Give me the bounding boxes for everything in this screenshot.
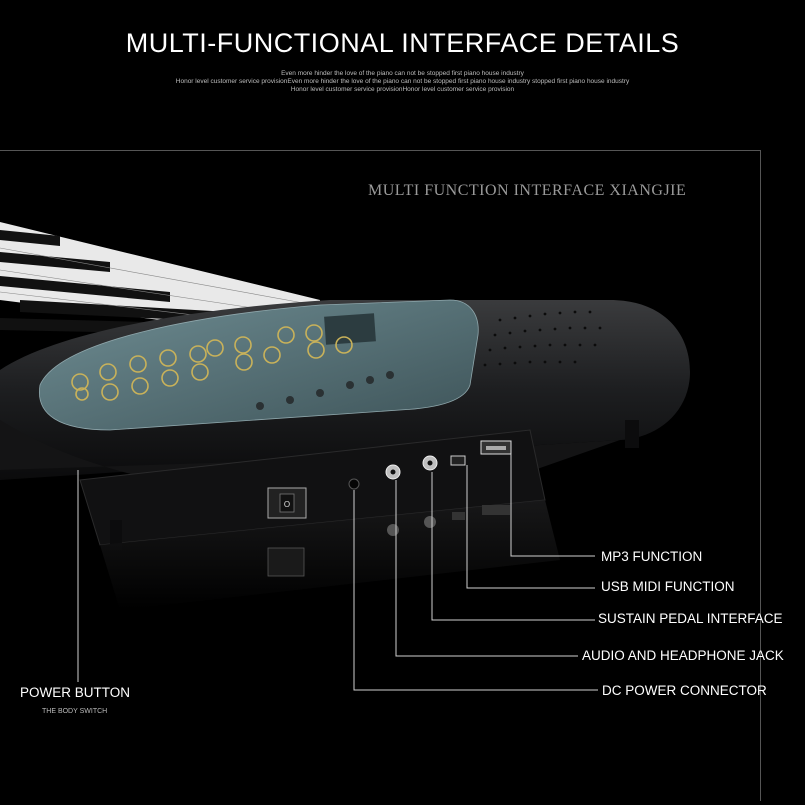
subtitle-block: Even more hinder the love of the piano c… [0,70,805,94]
speaker-grille [483,310,602,367]
panel-buttons [71,324,353,401]
usb-port [450,455,466,466]
reflection [100,500,560,610]
display-screen [324,313,376,345]
subtitle-line-2: Honor level customer service provisionEv… [175,78,630,85]
label-power-button: POWER BUTTON [20,685,131,700]
svg-text:O: O [284,500,290,509]
subtitle-line-1: Even more hinder the love of the piano c… [281,70,524,77]
leader-lines [77,454,598,691]
label-audio-headphone: AUDIO AND HEADPHONE JACK [582,648,784,663]
foot-right [625,420,639,448]
label-dc-power: DC POWER CONNECTOR [602,683,767,698]
ports: O [267,440,512,519]
label-sustain-pedal: SUSTAIN PEDAL INTERFACE [598,611,783,626]
photo-frame [0,150,761,801]
label-body-switch: THE BODY SWITCH [42,708,108,715]
panel-small-buttons [256,371,394,410]
label-mp3-function: MP3 FUNCTION [601,549,703,564]
subtitle-line-3: Honor level customer service provisionHo… [290,86,515,93]
label-usb-midi-function: USB MIDI FUNCTION [601,579,735,594]
dc-jack [348,478,360,490]
page-title: MULTI-FUNCTIONAL INTERFACE DETAILS [125,28,680,58]
panel-heading: MULTI FUNCTION INTERFACE XIANGJIE [368,182,687,199]
foot-left [110,520,122,550]
